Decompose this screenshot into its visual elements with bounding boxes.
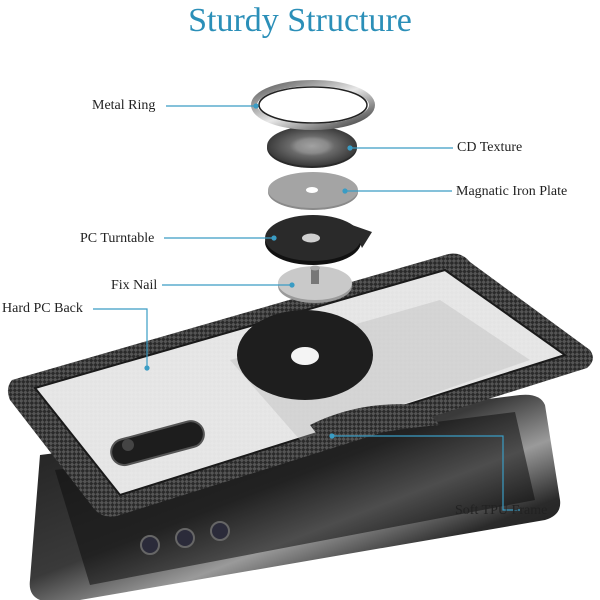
case-frame	[7, 253, 593, 517]
camera-cutout	[110, 420, 205, 467]
label-pc-turntable: PC Turntable	[80, 231, 155, 246]
page-title: Sturdy Structure	[188, 2, 412, 39]
label-magnetic-iron-plate: Magnatic Iron Plate	[456, 184, 568, 199]
camera-lens	[210, 521, 230, 541]
metal-ring	[251, 80, 375, 130]
leader-lines	[93, 103, 520, 511]
label-metal-ring: Metal Ring	[92, 98, 156, 113]
cd-texture-disc	[267, 126, 357, 168]
pc-turntable	[265, 215, 372, 265]
fix-nail	[278, 265, 352, 303]
camera-lens	[175, 528, 195, 548]
camera-lens	[140, 535, 160, 555]
label-soft-tpu-frame: Soft TPU Frame	[455, 503, 548, 518]
label-cd-texture: CD Texture	[457, 140, 523, 155]
label-fix-nail: Fix Nail	[111, 278, 158, 293]
magnetic-iron-plate	[268, 172, 358, 210]
label-hard-pc-back: Hard PC Back	[2, 301, 83, 316]
